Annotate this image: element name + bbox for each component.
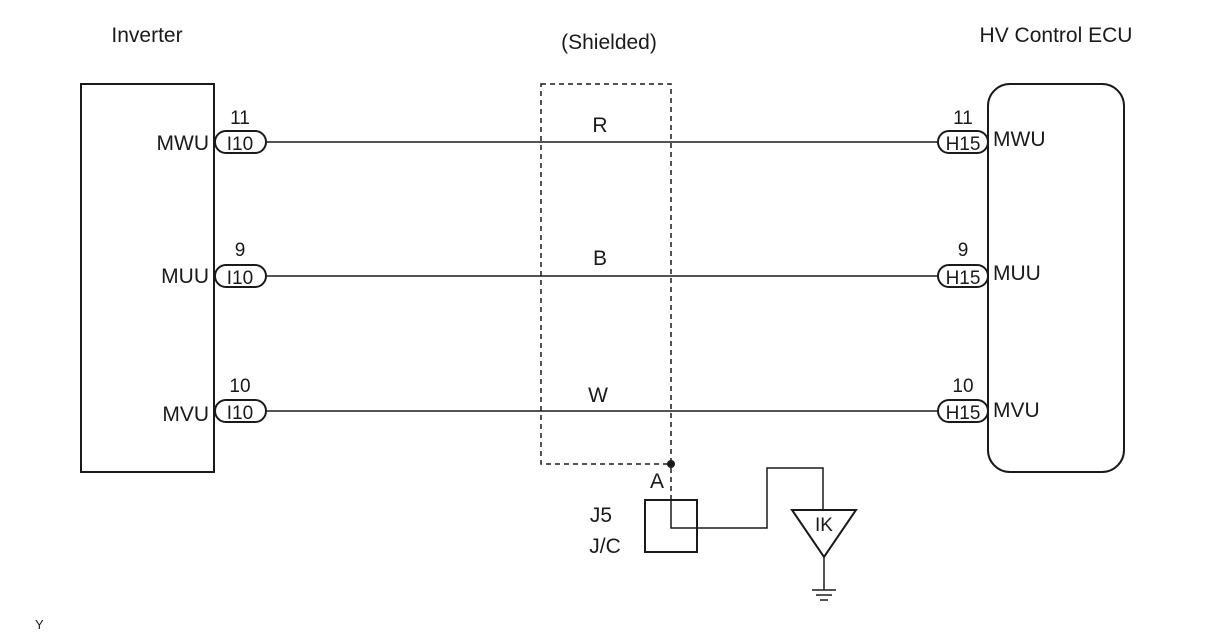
shielded-label: (Shielded): [561, 31, 657, 54]
junction-pin-label: A: [650, 470, 664, 493]
wire-color-label: B: [593, 247, 607, 270]
hv-ecu-label: HV Control ECU: [980, 24, 1133, 47]
left-pin-number: 10: [229, 376, 250, 397]
ground-point-triangle: [790, 509, 858, 559]
left-pin-number: 11: [230, 108, 250, 129]
junction-to-ground-wire: [670, 467, 824, 529]
left-connector-label: I10: [227, 403, 253, 424]
wire-color-label: R: [592, 114, 607, 137]
right-connector-capsule: [937, 264, 989, 288]
left-connector-label: I10: [227, 134, 253, 155]
left-signal-label: MWU: [157, 132, 209, 155]
wire-row: MWU 11 I10 R 11 H15 MWU: [157, 108, 1046, 155]
ground-point-label: IK: [815, 515, 833, 536]
right-connector-capsule: [937, 399, 989, 423]
junction-type-label: J/C: [589, 535, 621, 558]
inverter-box: [80, 83, 215, 473]
footer-mark: Y: [35, 617, 44, 632]
right-pin-number: 9: [958, 240, 969, 261]
right-connector-label: H15: [946, 403, 981, 424]
wire-group: MWU 11 I10 R 11 H15 MWU MUU 9 I10 B 9 H1…: [157, 108, 1046, 426]
right-signal-label: MUU: [993, 262, 1041, 285]
right-connector-label: H15: [946, 268, 981, 289]
wire-row: MUU 9 I10 B 9 H15 MUU: [161, 240, 1041, 289]
left-pin-number: 9: [235, 240, 246, 261]
wire-row: MVU 10 I10 W 10 H15 MVU: [162, 376, 1039, 426]
right-pin-number: 11: [953, 108, 973, 129]
ground-icon: [812, 557, 836, 601]
right-signal-label: MVU: [993, 399, 1040, 422]
wire-color-label: W: [588, 384, 608, 407]
shield-junction-dot: [667, 460, 675, 468]
left-signal-label: MVU: [162, 403, 209, 426]
right-pin-number: 10: [952, 376, 973, 397]
shield-box: [540, 83, 672, 465]
left-connector-label: I10: [227, 268, 253, 289]
right-signal-label: MWU: [993, 128, 1045, 151]
inverter-label: Inverter: [111, 24, 182, 47]
left-signal-label: MUU: [161, 265, 209, 288]
right-connector-label: H15: [946, 134, 981, 155]
right-connector-capsule: [937, 130, 989, 154]
junction-id-label: J5: [590, 504, 612, 527]
